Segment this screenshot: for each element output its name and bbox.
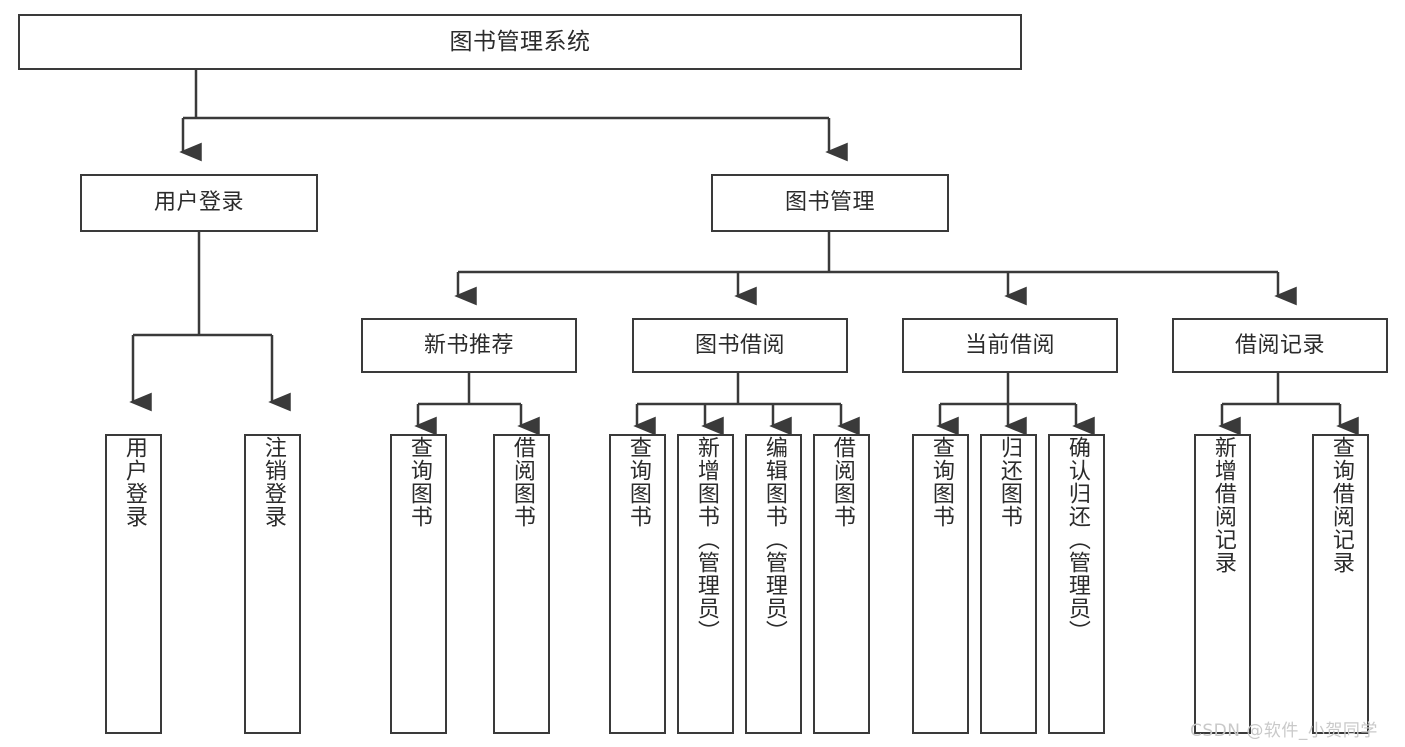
leaf-current-confirm-return[interactable]: 确认归还（管理员）	[1048, 434, 1105, 734]
leaf-user-login-label: 用户登录	[121, 436, 147, 528]
leaf-current-confirm-return-label: 确认归还（管理员）	[1064, 436, 1090, 643]
leaf-current-query-book-label: 查询图书	[928, 436, 954, 528]
leaf-borrow-edit-book[interactable]: 编辑图书（管理员）	[745, 434, 802, 734]
node-book-manage-label: 图书管理	[784, 190, 875, 215]
leaf-current-return-book[interactable]: 归还图书	[980, 434, 1037, 734]
leaf-borrow-borrow-book[interactable]: 借阅图书	[813, 434, 870, 734]
node-root[interactable]: 图书管理系统	[18, 14, 1022, 70]
leaf-borrow-edit-book-label: 编辑图书（管理员）	[761, 436, 787, 643]
node-root-label: 图书管理系统	[449, 28, 591, 55]
node-user-login-label: 用户登录	[153, 190, 244, 215]
leaf-record-add[interactable]: 新增借阅记录	[1194, 434, 1251, 734]
node-current-borrow-label: 当前借阅	[964, 332, 1055, 358]
leaf-borrow-query-book[interactable]: 查询图书	[609, 434, 666, 734]
leaf-record-add-label: 新增借阅记录	[1210, 436, 1236, 574]
leaf-borrow-add-book-label: 新增图书（管理员）	[693, 436, 719, 643]
leaf-record-query-label: 查询借阅记录	[1328, 436, 1354, 574]
node-book-manage[interactable]: 图书管理	[711, 174, 949, 232]
node-borrow-record[interactable]: 借阅记录	[1172, 318, 1388, 373]
leaf-current-query-book[interactable]: 查询图书	[912, 434, 969, 734]
leaf-logout-label: 注销登录	[260, 436, 286, 528]
leaf-borrow-borrow-book-label: 借阅图书	[829, 436, 855, 528]
node-new-book-recommend[interactable]: 新书推荐	[361, 318, 577, 373]
leaf-current-return-book-label: 归还图书	[996, 436, 1022, 528]
node-book-borrow-label: 图书借阅	[694, 332, 785, 358]
leaf-record-query[interactable]: 查询借阅记录	[1312, 434, 1369, 734]
node-borrow-record-label: 借阅记录	[1234, 332, 1325, 358]
leaf-logout[interactable]: 注销登录	[244, 434, 301, 734]
leaf-newbook-borrow-book-label: 借阅图书	[509, 436, 535, 528]
leaf-borrow-add-book[interactable]: 新增图书（管理员）	[677, 434, 734, 734]
leaf-newbook-query-book-label: 查询图书	[406, 436, 432, 528]
leaf-borrow-query-book-label: 查询图书	[625, 436, 651, 528]
node-new-book-recommend-label: 新书推荐	[423, 332, 514, 358]
node-user-login[interactable]: 用户登录	[80, 174, 318, 232]
node-book-borrow[interactable]: 图书借阅	[632, 318, 848, 373]
leaf-user-login[interactable]: 用户登录	[105, 434, 162, 734]
leaf-newbook-borrow-book[interactable]: 借阅图书	[493, 434, 550, 734]
leaf-newbook-query-book[interactable]: 查询图书	[390, 434, 447, 734]
node-current-borrow[interactable]: 当前借阅	[902, 318, 1118, 373]
